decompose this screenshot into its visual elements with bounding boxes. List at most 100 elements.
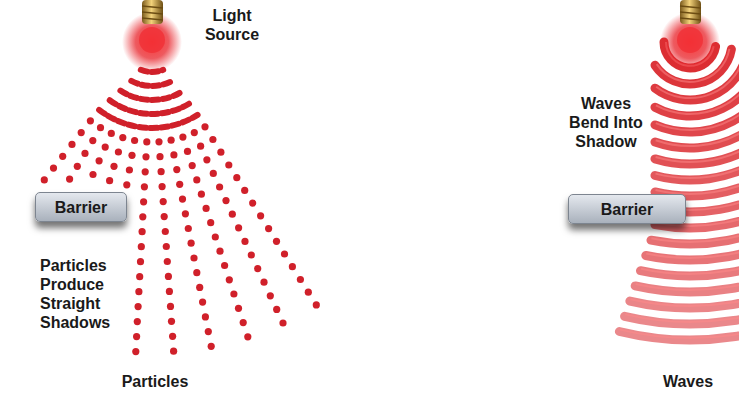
particle-dot: [209, 136, 216, 143]
particle-dot: [254, 265, 261, 272]
wave-fronts: [619, 42, 739, 340]
wave-highlight: [636, 85, 739, 290]
particle-dot: [193, 176, 200, 183]
particle-dot: [135, 288, 142, 295]
particle-dot: [162, 228, 169, 235]
particle-dot: [188, 240, 195, 247]
particle-dot: [203, 205, 210, 212]
particle-dot: [143, 138, 150, 145]
particle-dot: [78, 129, 85, 136]
particle-dot: [179, 134, 186, 141]
particle-dot: [167, 303, 174, 310]
particle-dot: [158, 168, 165, 175]
particle-dot: [135, 303, 142, 310]
particle-dot: [212, 233, 219, 240]
particle-dot: [115, 148, 122, 155]
wave-highlight: [656, 60, 739, 146]
particle-dot: [182, 210, 189, 217]
particle-dot: [96, 157, 103, 164]
particle-dot: [279, 319, 286, 326]
particle-dot: [222, 197, 229, 204]
particle-dot: [102, 144, 109, 151]
particle-arc: [131, 81, 171, 86]
light-bulb: [660, 0, 720, 72]
light-bulb: [122, 0, 182, 72]
particle-dot: [164, 258, 171, 265]
particle-dot: [201, 123, 208, 130]
particle-dot: [267, 292, 274, 299]
particle-dot: [297, 276, 304, 283]
particle-dot: [273, 306, 280, 313]
particle-dot: [281, 250, 288, 257]
particle-dot: [193, 269, 200, 276]
particle-dot: [163, 243, 170, 250]
particle-dot: [134, 318, 141, 325]
particle-dot: [235, 224, 242, 231]
particle-dot: [128, 152, 135, 159]
particle-dot: [184, 148, 191, 155]
particle-dot: [249, 200, 256, 207]
particle-dot: [142, 153, 149, 160]
particle-dot: [240, 319, 247, 326]
particle-dot: [305, 289, 312, 296]
particle-dot: [273, 238, 280, 245]
particle-dot: [289, 263, 296, 270]
wave-front: [655, 72, 739, 213]
particle-dot: [161, 213, 168, 220]
particle-dot: [41, 176, 48, 183]
particle-dot: [265, 225, 272, 232]
particle-dot: [132, 348, 139, 355]
wave-front: [641, 83, 739, 276]
particle-dot: [217, 149, 224, 156]
barrier-box: Barrier: [35, 192, 127, 222]
particle-dot: [160, 198, 167, 205]
particle-dot: [190, 254, 197, 261]
particle-dot: [139, 213, 146, 220]
particle-dot: [89, 137, 96, 144]
barrier-label: Barrier: [55, 198, 107, 217]
source-label: Light Source: [197, 6, 267, 44]
wave-front: [646, 80, 739, 260]
particle-dot: [189, 162, 196, 169]
particle-dot: [168, 137, 175, 144]
particle-dot: [110, 163, 117, 170]
particle-dot: [141, 183, 148, 190]
particle-rays: [41, 70, 320, 355]
particle-arc: [99, 110, 198, 128]
particle-dot: [208, 343, 215, 350]
particle-dot: [313, 301, 320, 308]
particle-dot: [233, 174, 240, 181]
wave-highlight: [655, 71, 739, 210]
wave-front: [655, 69, 739, 196]
particle-dot: [169, 333, 176, 340]
particle-dot: [159, 183, 166, 190]
wave-highlight: [641, 82, 739, 274]
particle-dot: [221, 262, 228, 269]
particle-dot: [207, 219, 214, 226]
particle-dot: [216, 248, 223, 255]
particle-dot: [210, 170, 217, 177]
particle-dot: [74, 163, 81, 170]
barrier-box: Barrier: [568, 194, 686, 224]
wave-highlight: [656, 63, 739, 162]
particle-dot: [185, 225, 192, 232]
particle-dot: [50, 165, 57, 172]
particle-dot: [198, 191, 205, 198]
particle-dot: [81, 150, 88, 157]
particle-dot: [216, 183, 223, 190]
panel-title: Particles: [100, 372, 210, 391]
particle-dot: [199, 299, 206, 306]
particle-dot: [59, 153, 66, 160]
wave-front: [655, 66, 739, 180]
particle-dot: [176, 181, 183, 188]
particle-dot: [170, 151, 177, 158]
particle-dot: [131, 137, 138, 144]
particle-arc: [110, 100, 189, 114]
panel-title: Waves: [643, 372, 733, 391]
particle-dot: [140, 198, 147, 205]
particle-arc: [120, 91, 180, 100]
particle-dot: [191, 129, 198, 136]
particle-dot: [226, 276, 233, 283]
wave-front: [655, 63, 739, 164]
